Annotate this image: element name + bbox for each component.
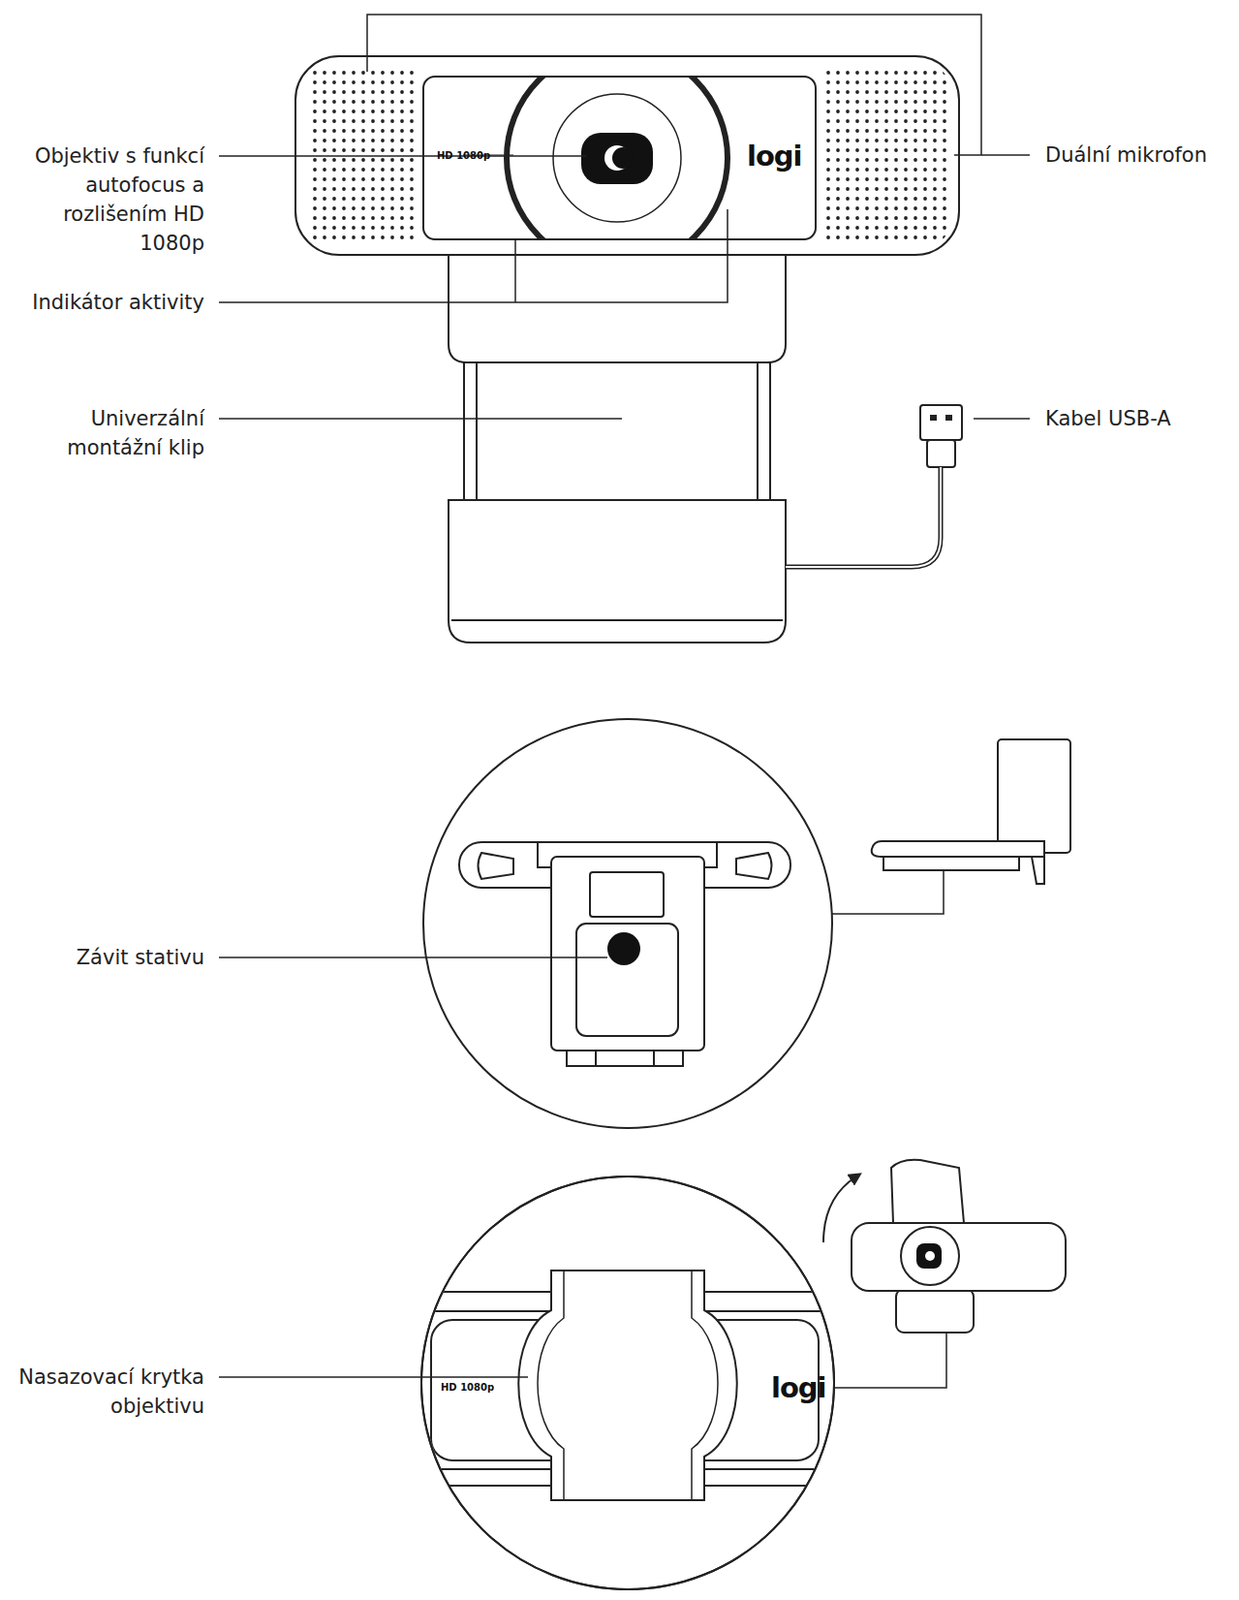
leader-line: [218, 14, 1030, 419]
camera-body-part: [581, 132, 653, 185]
leader-line: [218, 1331, 947, 1388]
leader-line-part: [954, 154, 1030, 156]
camera-body-part: [612, 147, 634, 169]
stand-part: [475, 362, 478, 500]
camera-with-cover-part: [900, 1226, 960, 1285]
stand-part: [756, 362, 759, 500]
camera-body-part-part: [308, 69, 415, 245]
leader-line-part: [834, 1331, 947, 1388]
usb-cable-part: [920, 404, 962, 440]
tripod-detail-part: [589, 871, 664, 917]
side-view: [871, 739, 1071, 884]
tripod-detail-part: [423, 718, 833, 1128]
lens-cover-detail-part-part: [691, 1269, 718, 1500]
camera-with-cover-part: [916, 1242, 942, 1269]
part-label: Nasazovací krytka objektivu: [0, 1362, 205, 1421]
tripod-detail-part: [576, 923, 679, 1036]
leader-line-part: [218, 209, 728, 303]
camera-with-cover: [823, 1159, 1066, 1332]
lens-cover-detail-part: [406, 1269, 853, 1500]
tripod-detail-part: [736, 852, 773, 879]
camera-body-part-part: [506, 76, 728, 240]
usb-cable-part: [945, 414, 953, 421]
tripod-detail: [423, 718, 833, 1128]
usb-cable-part: [785, 466, 941, 567]
side-view-part: [1031, 856, 1045, 884]
tripod-detail-part: [607, 931, 641, 965]
camera-body-part: [308, 69, 947, 245]
lens-cover-detail-part-part: [537, 1269, 564, 1500]
lens-cover-detail-part: [421, 1176, 835, 1589]
leader-line-part: [514, 239, 517, 303]
part-label: Univerzální montážní klip: [10, 403, 205, 463]
leader-line-part: [367, 14, 982, 155]
lens-cover-detail-part: [421, 1176, 835, 1589]
printed-marking: HD 1080p: [440, 1380, 495, 1394]
usb-cable-part: [785, 466, 941, 567]
printed-marking: HD 1080p: [436, 149, 491, 163]
camera-with-cover-part: [925, 1250, 935, 1261]
camera-body-part: [553, 93, 682, 222]
leader-line-part: [832, 869, 944, 914]
tripod-detail-part: [551, 856, 705, 1051]
side-view-part: [883, 856, 1020, 870]
leader-line-part: [218, 417, 622, 420]
leader-line: [218, 869, 944, 958]
camera-body-part: [506, 76, 728, 240]
camera-body-part: [423, 76, 816, 240]
stand-part: [451, 619, 783, 621]
camera-with-cover-part: [891, 1159, 964, 1223]
usb-cable-part: [929, 414, 937, 421]
tripod-detail-part: [478, 852, 515, 879]
side-view-part: [997, 739, 1071, 853]
part-label: Kabel USB-A: [1045, 403, 1172, 434]
leader-line-part: [218, 1375, 528, 1378]
camera-body-part-part: [825, 69, 947, 245]
camera-with-cover-part: [851, 1222, 1066, 1291]
usb-cable-part: [927, 439, 956, 467]
camera-with-cover-part: [896, 1288, 974, 1332]
side-view-part: [871, 840, 1045, 857]
part-label: Závit stativu: [76, 942, 205, 972]
camera-body: [295, 47, 960, 269]
part-label: Objektiv s funkcí autofocus a rozlišením…: [10, 141, 205, 258]
part-label: Duální mikrofon: [1045, 140, 1208, 170]
lens-cover-detail: [406, 1176, 853, 1589]
camera-with-cover-part: [823, 1176, 857, 1242]
brand-logo: logi: [771, 1372, 827, 1402]
leader-line-part: [973, 417, 1030, 420]
usb-cable: [785, 404, 962, 567]
stand-part: [448, 499, 786, 643]
brand-logo: logi: [746, 141, 803, 171]
leader-line-part: [218, 956, 608, 959]
leader-line-part: [218, 154, 587, 157]
lens-cover-detail-part-part: [518, 1269, 738, 1500]
stand-part: [464, 362, 771, 500]
part-label: Indikátor aktivity: [31, 287, 205, 317]
